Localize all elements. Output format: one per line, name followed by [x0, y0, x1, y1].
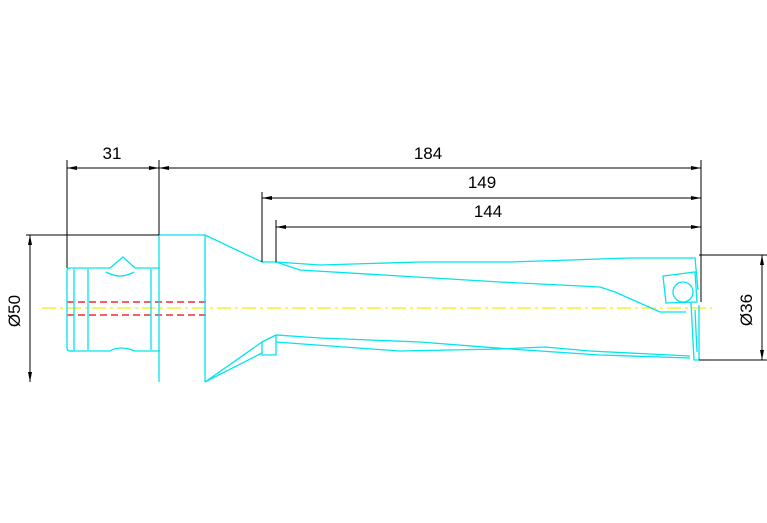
- dim-shank-length: 31: [103, 144, 122, 163]
- dim-overall-length: 184: [414, 144, 442, 163]
- part-outline: [66, 234, 700, 383]
- hidden-lines: [67, 301, 208, 316]
- dim-length-144: 144: [474, 202, 502, 221]
- dim-shank-diameter: Ø50: [5, 295, 24, 327]
- dimension-lines: [26, 160, 767, 382]
- insert-screw-icon: [672, 281, 694, 303]
- dim-length-149: 149: [468, 173, 496, 192]
- dim-drill-diameter: Ø36: [737, 294, 756, 326]
